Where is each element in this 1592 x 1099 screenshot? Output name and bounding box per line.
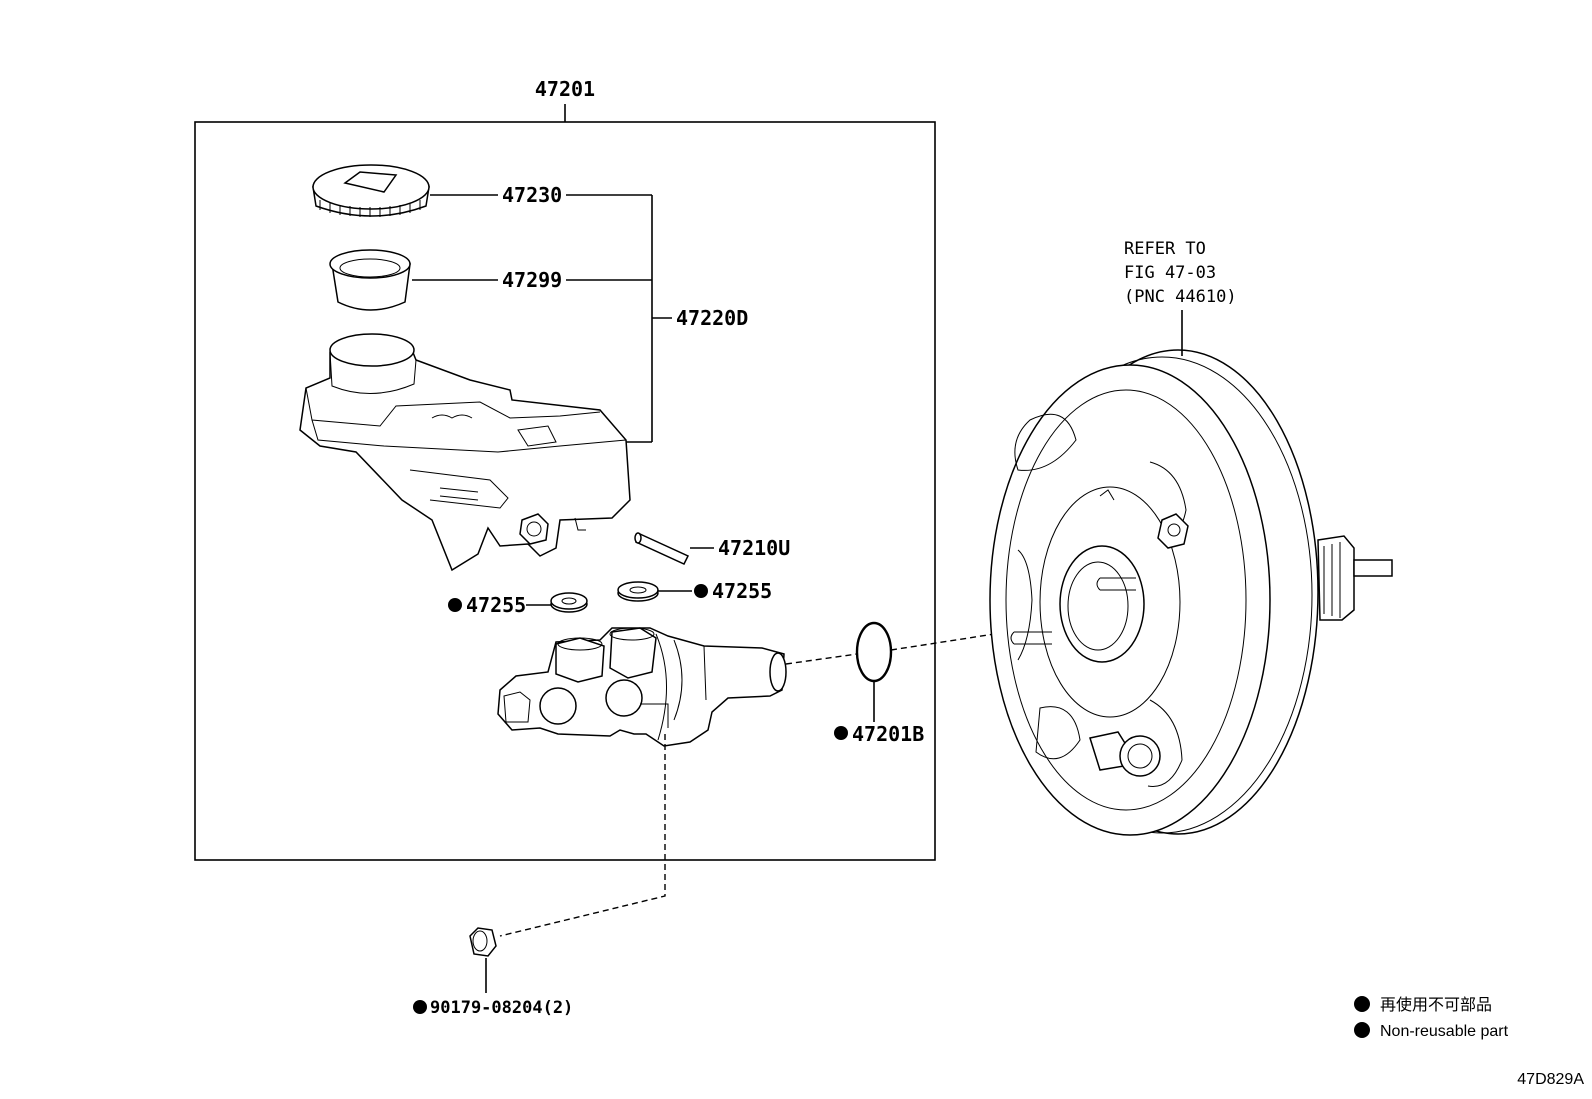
label-90179-08204[interactable]: 90179-08204(2) bbox=[430, 998, 573, 1018]
label-47220D[interactable]: 47220D bbox=[676, 306, 748, 330]
label-47299[interactable]: 47299 bbox=[502, 268, 562, 292]
legend-marker-english bbox=[1354, 1022, 1370, 1038]
label-47255-left[interactable]: 47255 bbox=[466, 593, 526, 617]
non-reusable-marker bbox=[448, 598, 462, 612]
label-47201B[interactable]: 47201B bbox=[852, 722, 924, 746]
legend-english: Non-reusable part bbox=[1380, 1023, 1509, 1040]
reference-note-line3: (PNC 44610) bbox=[1124, 287, 1237, 307]
assembly-label[interactable]: 47201 bbox=[535, 77, 595, 101]
label-47230[interactable]: 47230 bbox=[502, 183, 562, 207]
legend-marker-japanese bbox=[1354, 996, 1370, 1012]
reservoir-tank-part[interactable] bbox=[299, 333, 631, 572]
legend-japanese: 再使用不可部品 bbox=[1380, 996, 1492, 1014]
figure-code: 47D829A bbox=[1517, 1071, 1584, 1088]
brake-booster-part[interactable] bbox=[989, 349, 1393, 836]
non-reusable-marker bbox=[834, 726, 848, 740]
master-cylinder-part[interactable] bbox=[497, 627, 787, 747]
reservoir-cap-part[interactable] bbox=[312, 164, 430, 217]
reference-note-line1: REFER TO bbox=[1124, 239, 1206, 259]
union-nut-part[interactable] bbox=[469, 927, 497, 957]
grommet-right-part[interactable] bbox=[617, 581, 659, 602]
reference-note-line2: FIG 47-03 bbox=[1124, 263, 1216, 283]
reservoir-pin-part[interactable] bbox=[634, 532, 690, 565]
grommet-left-part[interactable] bbox=[550, 592, 588, 613]
label-47255-right[interactable]: 47255 bbox=[712, 579, 772, 603]
label-47210U[interactable]: 47210U bbox=[718, 536, 790, 560]
o-ring-part[interactable] bbox=[855, 621, 893, 683]
non-reusable-marker bbox=[413, 1000, 427, 1014]
reservoir-strainer-part[interactable] bbox=[329, 249, 411, 311]
non-reusable-marker bbox=[694, 584, 708, 598]
